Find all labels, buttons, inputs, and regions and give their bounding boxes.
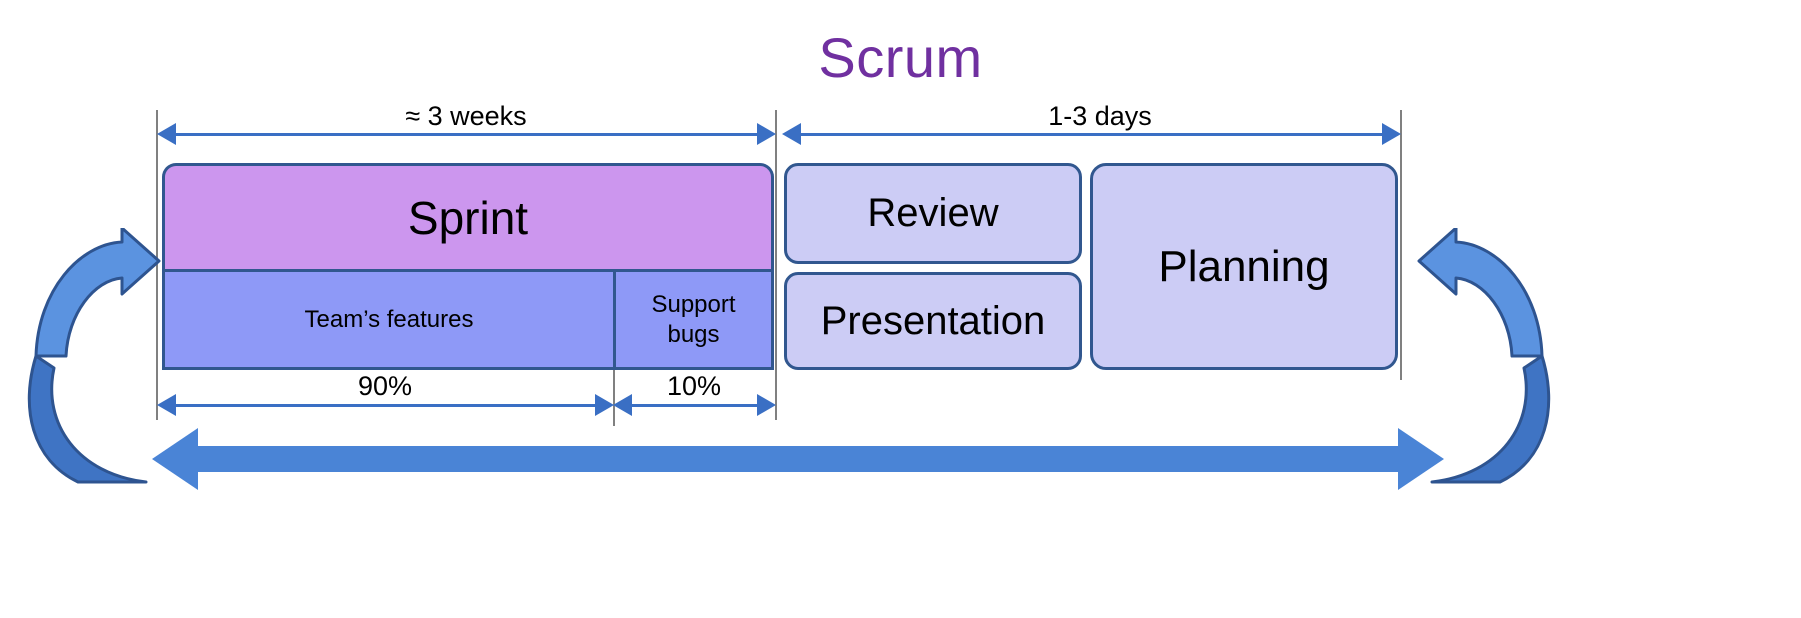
support-bugs-cell[interactable]: Support bugs bbox=[616, 272, 771, 367]
sprint-label: Sprint bbox=[407, 191, 529, 244]
features-share-line bbox=[175, 404, 596, 407]
presentation-box[interactable]: Presentation bbox=[784, 272, 1082, 370]
events-duration-label: 1-3 days bbox=[1048, 101, 1152, 131]
support-bugs-line2: bugs bbox=[667, 320, 720, 348]
planning-label: Planning bbox=[1158, 241, 1330, 291]
features-share-arrowhead-right bbox=[595, 394, 614, 416]
support-bugs-line1: Support bbox=[651, 290, 736, 318]
cycle-arrow-head-left-icon bbox=[152, 428, 198, 490]
curved-arrow-icon-right bbox=[1417, 228, 1551, 484]
presentation-label: Presentation bbox=[820, 298, 1046, 343]
sprint-dimension-arrowhead-right bbox=[757, 123, 776, 145]
review-label: Review bbox=[867, 191, 999, 235]
bugs-share-arrowhead-left bbox=[613, 394, 632, 416]
page-title: Scrum bbox=[818, 26, 983, 89]
events-dimension-arrowhead-right bbox=[1382, 123, 1401, 145]
bugs-share-label: 10% bbox=[666, 371, 722, 401]
events-dimension-line bbox=[800, 133, 1383, 136]
review-box[interactable]: Review bbox=[784, 163, 1082, 264]
sprint-box[interactable]: Sprint bbox=[162, 163, 774, 269]
sprint-duration-label: ≈ 3 weeks bbox=[405, 101, 527, 131]
tick-line-events-end bbox=[1400, 110, 1402, 380]
features-share-arrowhead-left bbox=[157, 394, 176, 416]
sprint-breakdown-row: Team’s features Support bugs bbox=[162, 269, 774, 370]
cycle-arrow-head-right-icon bbox=[1398, 428, 1444, 490]
sprint-dimension-arrowhead-left bbox=[157, 123, 176, 145]
team-features-cell[interactable]: Team’s features bbox=[165, 272, 616, 367]
tick-line-sprint-start bbox=[156, 110, 158, 420]
cycle-arrow-shaft bbox=[182, 446, 1406, 472]
features-share-label: 90% bbox=[357, 371, 413, 401]
bugs-share-line bbox=[631, 404, 757, 407]
planning-box[interactable]: Planning bbox=[1090, 163, 1398, 370]
bugs-share-arrowhead-right bbox=[757, 394, 776, 416]
tick-line-sprint-end bbox=[775, 110, 777, 420]
team-features-label: Team’s features bbox=[304, 305, 474, 333]
curved-arrow-icon-left bbox=[27, 228, 161, 484]
support-bugs-label: Support bugs bbox=[651, 290, 735, 350]
events-dimension-arrowhead-left bbox=[782, 123, 801, 145]
sprint-dimension-line bbox=[175, 133, 758, 136]
